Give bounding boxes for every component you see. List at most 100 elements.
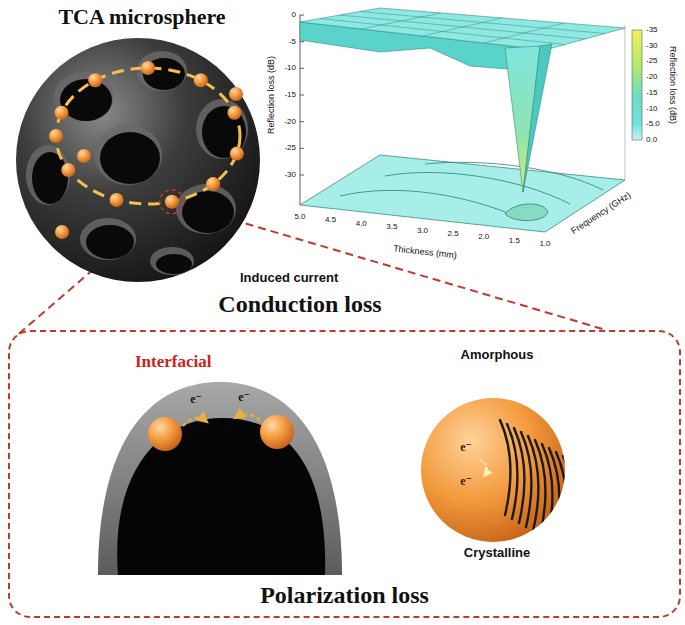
electron-label: e⁻ — [238, 391, 250, 405]
interface-node: Interfacial — [95, 348, 349, 580]
interface-label: Interfacial — [135, 352, 211, 372]
axis-tick: 3.5 — [386, 223, 397, 232]
lattice-line — [500, 420, 510, 515]
lattice-fringes — [500, 420, 587, 559]
pore — [32, 152, 68, 204]
pore — [100, 132, 160, 184]
electron-label: e⁻ — [460, 475, 472, 489]
section-heading: Conduction loss — [218, 291, 381, 319]
metal-particle — [206, 177, 220, 191]
colorbar-tick: -25 — [646, 57, 658, 66]
panel-heading: Polarization loss — [10, 582, 679, 610]
lattice-line — [535, 440, 545, 535]
plot-floor — [300, 155, 625, 232]
pore-rim — [80, 218, 136, 260]
axis-title: Reflection loss (dB) — [266, 56, 276, 134]
node-shape — [408, 348, 578, 566]
colorbar-tick: -30 — [646, 41, 658, 50]
colorbar-tick: -10 — [646, 104, 658, 113]
metal-particle — [110, 193, 124, 207]
z-axis — [300, 15, 301, 205]
electron-path — [183, 418, 207, 426]
surface-top — [300, 8, 625, 50]
lattice-line — [577, 464, 587, 559]
lattice-line — [570, 460, 580, 555]
colorbar — [632, 30, 642, 140]
figure-title: TCA microsphere — [14, 4, 270, 29]
axis-tick-mark — [300, 15, 304, 16]
lattice-line — [563, 456, 573, 551]
contour-line — [425, 162, 603, 190]
axis-tick: -20 — [284, 117, 296, 126]
pore-rim — [26, 145, 70, 205]
lattice-line — [549, 448, 559, 543]
pore-rim — [176, 184, 236, 234]
metal-particle — [55, 106, 69, 120]
colorbar-tick: -20 — [646, 73, 658, 82]
electron-label: e⁻ — [190, 393, 202, 407]
metal-particle — [55, 225, 69, 239]
lattice-line — [542, 444, 552, 539]
phase-label: Amorphous — [408, 348, 586, 363]
axis-tick-mark — [300, 95, 304, 96]
axis-tick: -30 — [284, 170, 296, 179]
nanoparticle — [421, 398, 565, 542]
colorbar-tick: 0.0 — [646, 135, 657, 144]
metal-particle — [88, 73, 102, 87]
metal-particle — [61, 163, 75, 177]
node-shape — [14, 36, 262, 284]
metal-particle — [230, 147, 244, 161]
metal-particle — [194, 73, 208, 87]
pore-rim — [150, 247, 194, 275]
axis-tick: 1.0 — [539, 239, 550, 248]
lattice-line — [514, 428, 524, 523]
polarization-panel: Interfacial AmorphousCrystallinePolarizat… — [8, 330, 681, 618]
box-edge — [625, 25, 626, 180]
lattice-line — [521, 432, 531, 527]
pore — [117, 418, 325, 575]
metal-particle — [165, 195, 179, 209]
metal-particle — [148, 417, 182, 451]
metal-particle — [141, 61, 155, 75]
electron-path — [235, 414, 260, 420]
pore — [86, 225, 134, 259]
metal-particle — [229, 87, 243, 101]
axis-tick: -10 — [284, 64, 296, 73]
current-loop — [56, 68, 240, 204]
current-label: Induced current — [240, 271, 338, 286]
phase-label: Crystalline — [408, 546, 586, 561]
axis-tick-mark — [300, 175, 304, 176]
pore-rim — [94, 125, 162, 185]
lattice-line — [556, 452, 566, 547]
metal-particle — [77, 149, 91, 163]
colorbar-tick: -35 — [646, 25, 658, 34]
axis-tick: 4.5 — [325, 216, 336, 225]
contour-line — [340, 190, 520, 218]
lattice-line — [528, 436, 538, 531]
node-shape — [95, 348, 349, 580]
axis-title: Thickness (mm) — [393, 243, 458, 260]
colorbar-title: Reflection loss (dB) — [668, 46, 678, 124]
axis-tick: 5.0 — [294, 212, 305, 221]
pore — [156, 254, 192, 274]
metal-particle — [49, 129, 63, 143]
shell-fragment — [98, 382, 342, 575]
zoom-circle — [160, 190, 184, 214]
lattice-line — [507, 424, 517, 519]
metal-particle — [260, 415, 294, 449]
axis-tick: 3.0 — [417, 226, 428, 235]
surface-mesh — [320, 12, 605, 45]
axis-tick: 2.5 — [448, 229, 459, 238]
surface-dip — [523, 44, 552, 192]
axis-tick-mark — [300, 41, 304, 42]
electron-path — [480, 460, 487, 476]
colorbar-tick: -5.0 — [646, 120, 660, 129]
colorbar-tick: -15 — [646, 88, 658, 97]
axis-tick-mark — [300, 68, 304, 69]
axis-tick: -15 — [284, 90, 296, 99]
axis-tick: 1.5 — [509, 236, 520, 245]
pore-rim — [54, 72, 114, 122]
axis-tick: 2.0 — [478, 233, 489, 242]
microsphere-body — [16, 38, 260, 282]
